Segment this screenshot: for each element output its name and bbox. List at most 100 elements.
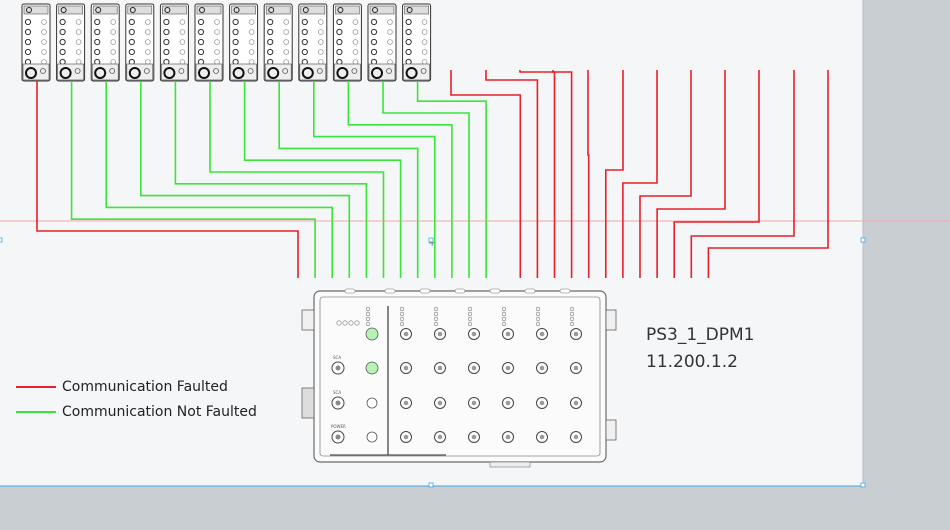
input-connector-pin [335, 434, 341, 440]
port-led [467, 321, 473, 327]
port-led [433, 321, 439, 327]
io-port-left [94, 38, 101, 46]
unconnected-port-line-5 [587, 70, 590, 278]
port-led [467, 316, 473, 322]
io-port-right [317, 49, 324, 55]
io-port-right [387, 19, 393, 25]
io-module-body [90, 3, 120, 82]
port-led [501, 321, 507, 327]
canvas-right-margin [863, 0, 950, 486]
ethernet-port-pin [505, 331, 511, 337]
input-connector-pin [335, 400, 341, 406]
canvas-resize-handle [0, 237, 3, 243]
io-port-left [301, 48, 308, 56]
ethernet-port-pin [437, 331, 443, 337]
legend-faulted-label: Communication Faulted [62, 379, 228, 395]
io-port-right [179, 39, 186, 45]
io-module-body [56, 3, 86, 82]
io-port-right [317, 29, 324, 35]
io-module-header [58, 5, 83, 15]
io-module-aux-connector [316, 68, 323, 74]
io-module-connector [267, 67, 280, 79]
io-module-body [21, 3, 51, 82]
ethernet-port-pin [437, 434, 443, 440]
device-top-notch [384, 288, 396, 294]
io-port-left [24, 38, 32, 46]
io-module-header [300, 5, 326, 15]
status-led [342, 320, 348, 326]
device-right-tab-bottom [605, 419, 617, 441]
status-led [336, 320, 342, 326]
status-led [365, 306, 371, 312]
io-port-left [267, 28, 274, 36]
io-port-right [41, 19, 47, 25]
ethernet-port-pin [471, 365, 477, 371]
io-port-left [232, 38, 239, 46]
io-module-3 [90, 3, 120, 82]
io-module-header [265, 5, 291, 15]
io-module-connector [371, 67, 383, 79]
io-module-header-led [406, 7, 413, 13]
connection-line-7 [243, 81, 402, 278]
power-connector-label: POWER [331, 424, 346, 429]
legend-not-faulted-label: Communication Not Faulted [62, 404, 257, 420]
unconnected-port-line-11 [690, 70, 795, 278]
io-module-header [196, 5, 222, 15]
io-module-body [263, 3, 293, 82]
input-connector-label: SCA [333, 390, 341, 395]
status-led [365, 311, 371, 317]
io-module-header-led [233, 7, 240, 13]
io-module-aux-connector [213, 68, 219, 74]
io-port-left [197, 38, 205, 46]
io-port-right [41, 49, 47, 55]
io-port-right [387, 39, 393, 45]
port-led [535, 321, 541, 327]
connection-line-6 [209, 81, 385, 278]
port-led [399, 316, 405, 322]
io-module-aux-connector [247, 68, 254, 74]
ethernet-port-pin [573, 400, 579, 406]
ethernet-port-pin [403, 365, 409, 371]
io-port-left [163, 18, 170, 26]
io-port-left [163, 28, 170, 36]
io-module-body [159, 3, 189, 82]
ethernet-port-pin [539, 434, 545, 440]
legend-faulted-swatch [16, 386, 56, 388]
device-left-tab-bottom [301, 387, 315, 419]
port-led [569, 306, 575, 312]
io-port-right [352, 39, 359, 45]
io-module-header-led [302, 7, 309, 13]
port-led [535, 316, 541, 322]
io-port-left [128, 18, 135, 26]
port-led [433, 311, 439, 317]
io-port-right [352, 49, 359, 55]
ethernet-port-pin [539, 400, 545, 406]
io-module-body [194, 3, 224, 82]
io-port-left [405, 48, 412, 56]
unconnected-port-line-8 [639, 70, 692, 278]
io-port-right [421, 39, 428, 45]
legend-not-faulted: Communication Not Faulted [16, 402, 257, 422]
io-port-right [110, 49, 116, 55]
port-led [569, 311, 575, 317]
io-module-header-led [164, 7, 171, 13]
io-port-left [405, 38, 412, 46]
io-port-left [128, 48, 135, 56]
io-module-1 [21, 3, 51, 82]
io-module-header [335, 5, 360, 15]
io-port-right [317, 19, 324, 25]
io-port-right [75, 39, 82, 45]
io-port-left [24, 18, 32, 26]
io-port-right [248, 39, 255, 45]
io-port-left [197, 18, 205, 26]
io-module-9 [298, 3, 328, 82]
io-port-right [110, 39, 116, 45]
io-module-header [369, 5, 395, 15]
io-port-left [128, 28, 135, 36]
io-port-left [59, 28, 66, 36]
port-led [535, 311, 541, 317]
io-module-connector [59, 67, 72, 79]
connection-line-5 [174, 81, 368, 278]
io-module-body [125, 3, 155, 82]
canvas-resize-handle [428, 482, 434, 488]
